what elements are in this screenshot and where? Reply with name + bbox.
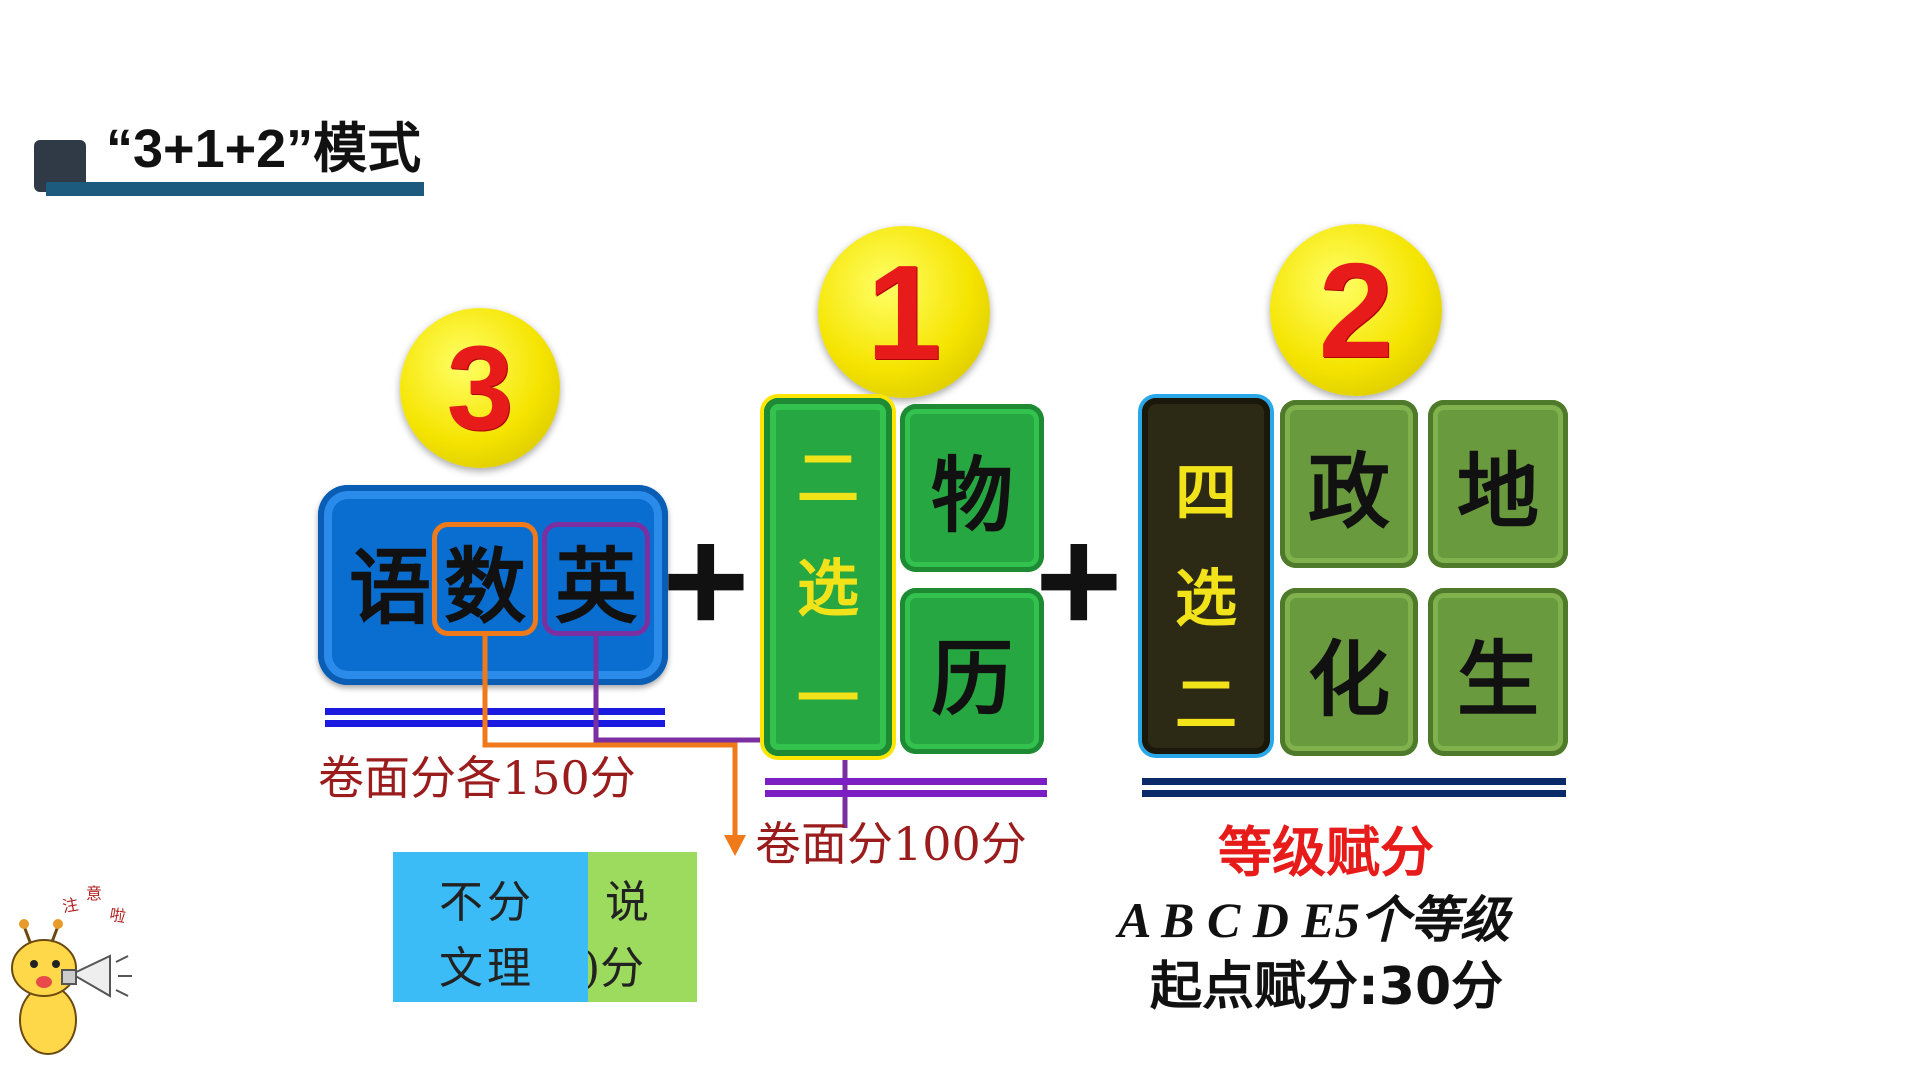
selector2-char-3: 二 (1174, 668, 1237, 741)
note-right-line-1: 说 (605, 877, 649, 928)
note-left-line-1: 不分 (439, 877, 535, 928)
number-2: 2 (1318, 234, 1394, 386)
note-left-line-2: 文理 (439, 943, 535, 994)
number-3: 3 (446, 321, 514, 455)
elective-one-score-note: 卷面分100分 (755, 817, 1027, 871)
plus-sign-1: + (662, 496, 750, 664)
number-circle-3: 3 (400, 308, 560, 468)
note-box-right: 说 )分 (583, 852, 697, 1002)
subject-geography: 地 (1428, 400, 1568, 568)
subject-politics: 政 (1280, 400, 1418, 568)
core-subjects-underline (325, 708, 665, 730)
subject-history: 历 (900, 588, 1044, 754)
selector-char-2: 选 (796, 552, 859, 625)
grading-levels: A B C D E5个等级 (1118, 892, 1510, 948)
orange-arrow-head (724, 835, 746, 856)
subject-biology: 生 (1428, 588, 1568, 756)
selector-four-choose-two: 四 选 二 (1142, 398, 1270, 754)
subject-english: 英 (542, 522, 650, 636)
selector-two-choose-one: 二 选 一 (764, 398, 892, 756)
note-box: 说 )分 不分 文理 (393, 852, 697, 1002)
mascot-caption-2: 意 (86, 884, 103, 903)
note-box-left: 不分 文理 (393, 852, 588, 1002)
header-underline (46, 182, 424, 196)
selector-char-1: 二 (796, 442, 859, 515)
subject-chinese: 语 (348, 540, 431, 636)
selector-char-3: 一 (796, 662, 859, 735)
math-connector (482, 636, 738, 840)
core-subjects-box (318, 485, 668, 685)
subject-chemistry: 化 (1280, 588, 1418, 756)
number-1: 1 (866, 236, 942, 388)
number-circle-2: 2 (1270, 224, 1442, 396)
number-circle-1: 1 (818, 226, 990, 398)
elective-two-underline (1142, 778, 1566, 800)
page-title: “3+1+2”模式 (106, 119, 422, 179)
grading-title: 等级赋分 (1218, 820, 1434, 884)
selector2-char-1: 四 (1174, 456, 1237, 529)
selector2-char-2: 选 (1174, 562, 1237, 635)
mascot-giraffe-icon (11, 919, 132, 1055)
note-right-line-2: )分 (583, 943, 645, 994)
subject-physics: 物 (900, 404, 1044, 572)
plus-sign-2: + (1035, 496, 1123, 664)
mascot: 注 意 啦 (0, 870, 140, 1060)
subject-math: 数 (432, 522, 538, 636)
grading-start: 起点赋分:30分 (1150, 957, 1504, 1017)
core-score-note: 卷面分各150分 (318, 751, 636, 805)
elective-one-underline (765, 778, 1047, 800)
